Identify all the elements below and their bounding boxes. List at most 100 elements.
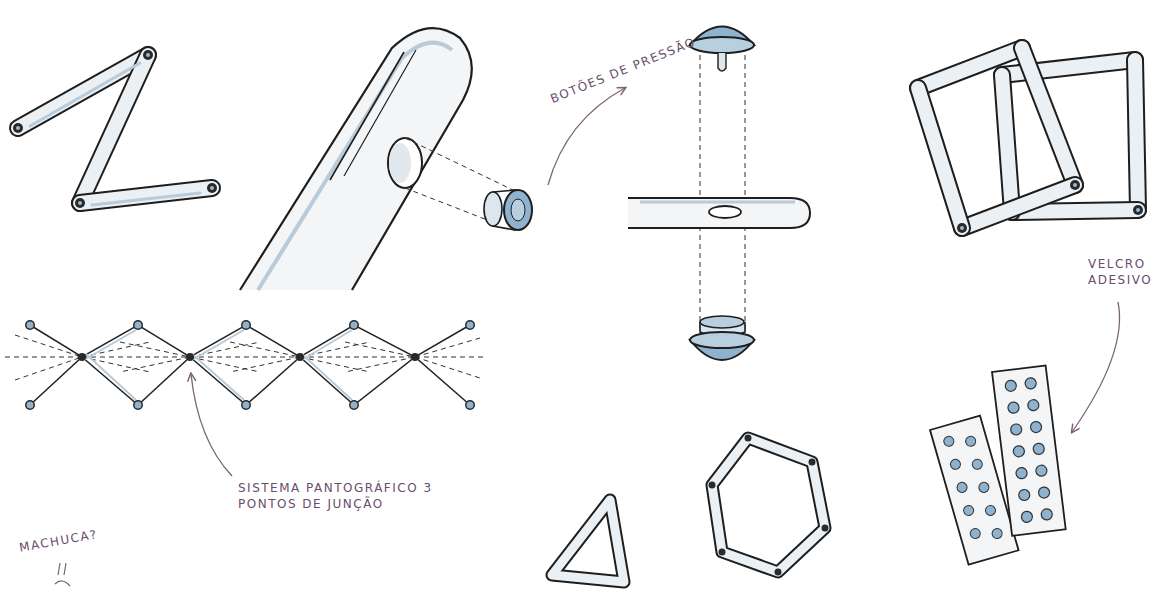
pantograph-system-part [467, 322, 474, 329]
leader-arrow [1072, 302, 1120, 432]
pantograph-system-part [467, 402, 474, 409]
z-linkage-part [92, 193, 200, 205]
velcro-strip-part-part [1018, 489, 1030, 501]
pantograph-system-part [351, 402, 358, 409]
square-linkage-part [1022, 48, 1075, 185]
pantograph-system-part [465, 320, 475, 330]
pantograph-system-part [349, 320, 359, 330]
hexagon-frame-part [775, 569, 782, 576]
pantograph-system-part [241, 400, 251, 410]
velcro-strip-part-part [1021, 511, 1033, 523]
velcro-strip-part-part [1038, 486, 1050, 498]
velcro-strip-part [1005, 377, 1053, 523]
z-linkage-part [80, 188, 212, 203]
velcro-strip-part-part [978, 481, 990, 493]
pantograph-system-part [25, 400, 35, 410]
pantograph-system-part [296, 353, 304, 361]
square-linkage-part [918, 48, 1022, 88]
velcro-strip-part [943, 429, 1004, 545]
board-with-hole-part [389, 143, 411, 183]
board-with-hole-part [405, 138, 513, 190]
pantograph-system-part [27, 322, 34, 329]
board-with-hole-part [484, 192, 502, 226]
snap-button-exploded-part [700, 316, 744, 328]
pantograph-system-part [186, 353, 194, 361]
square-linkage [918, 48, 1143, 233]
z-linkage-part [75, 198, 85, 208]
hexagon-frame-part [809, 459, 816, 466]
snap-button-exploded-part [640, 201, 795, 204]
scribble-mark [55, 563, 70, 586]
snap-button-exploded-part [690, 37, 754, 53]
pantograph-system-part [465, 400, 475, 410]
velcro-strip-part-part [1030, 421, 1042, 433]
z-linkage-part [207, 183, 217, 193]
square-linkage-part [1002, 75, 1012, 212]
hexagon-frame-part [745, 435, 752, 442]
z-linkage-part [13, 123, 23, 133]
square-linkage-part [918, 48, 1022, 88]
pantograph-system-part [27, 402, 34, 409]
pantograph-system-part [5, 335, 82, 380]
z-linkage-part [146, 53, 150, 57]
board-with-hole-part [504, 190, 532, 230]
velcro-strip-part-part [1035, 465, 1047, 477]
square-linkage-part [1070, 180, 1080, 190]
triangle-frame [552, 500, 624, 582]
board-with-hole-part [240, 28, 472, 290]
snap-button-exploded-part [709, 206, 741, 218]
annotation-label: MACHUCA? [18, 526, 99, 556]
velcro-strip-part-part [1010, 423, 1022, 435]
hexagon-frame-part [712, 438, 825, 572]
pantograph-system-part [133, 400, 143, 410]
square-linkage-part [918, 88, 962, 228]
pantograph-system-part [135, 322, 142, 329]
square-linkage-part [957, 223, 967, 233]
z-linkage-part [16, 126, 20, 130]
velcro-strip-part-part [949, 458, 961, 470]
square-linkage-part [1073, 183, 1077, 187]
snap-button-exploded-part [718, 53, 726, 71]
snap-button-exploded [628, 27, 810, 361]
pantograph-system-part [351, 322, 358, 329]
velcro-strip-part-part [943, 435, 955, 447]
leader-arrow [191, 374, 232, 476]
board-with-hole-part [511, 199, 525, 221]
annotation-label: SISTEMA PANTOGRÁFICO 3 PONTOS DE JUNÇÃO [238, 480, 443, 512]
z-linkage [13, 50, 217, 208]
z-linkage-part [210, 186, 214, 190]
hexagon-frame-part [822, 525, 829, 532]
velcro-strip-part-part [1027, 399, 1039, 411]
pantograph-system [5, 320, 485, 410]
pantograph-system-part [411, 353, 419, 361]
pantograph-system-part [25, 320, 35, 330]
board-with-hole-part [388, 138, 422, 188]
pantograph-system-part [241, 320, 251, 330]
snap-button-exploded-part [690, 332, 754, 348]
pantograph-system-part [243, 402, 250, 409]
velcro-strip-part-part [1013, 445, 1025, 457]
z-linkage-part [143, 50, 153, 60]
pantograph-system-part [84, 330, 352, 400]
velcro-strip-part-part [962, 504, 974, 516]
velcro-strip-part-part [1025, 377, 1037, 389]
board-with-hole [240, 28, 532, 290]
board-with-hole-part [405, 188, 513, 230]
triangle-frame-part [552, 500, 624, 582]
hexagon-frame-part [712, 438, 825, 572]
pantograph-system-part [135, 402, 142, 409]
hexagon-frame-part [719, 549, 726, 556]
annotation-label: VELCRO ADESIVO [1088, 256, 1158, 288]
z-linkage-part [78, 201, 82, 205]
velcro-strip [992, 365, 1066, 535]
pantograph-system-part [133, 320, 143, 330]
velcro-strip-part-part [971, 458, 983, 470]
hexagon-frame-part [709, 482, 716, 489]
snap-button-exploded-part [745, 55, 746, 335]
pantograph-system-part [243, 322, 250, 329]
pantograph-system-part [349, 400, 359, 410]
square-linkage-part [1135, 60, 1138, 210]
pantograph-system-part [415, 338, 485, 378]
square-linkage-part [1136, 208, 1140, 212]
